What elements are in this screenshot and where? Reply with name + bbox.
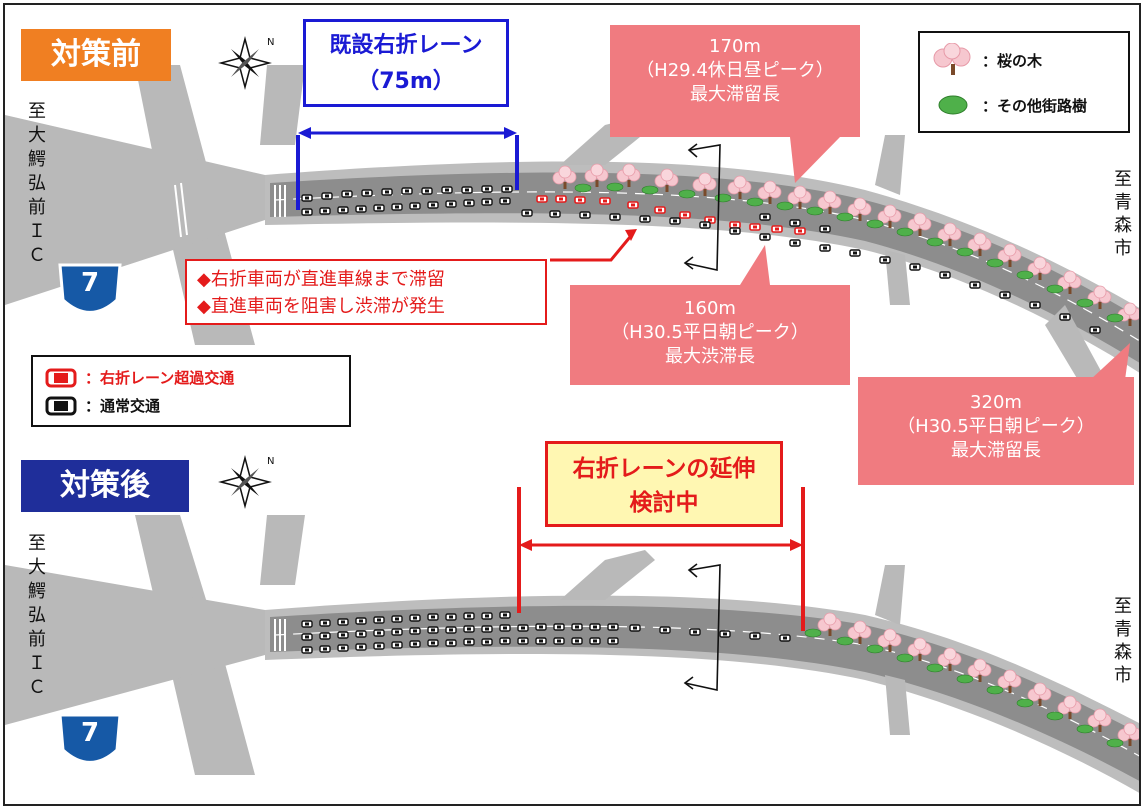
problem-line2: ◆直進車両を阻害し渋滞が発生 — [197, 296, 445, 317]
origin-right-after: 至青森市 — [1114, 596, 1132, 686]
figure-frame: N — [3, 3, 1141, 806]
problem-note: ◆右折車両が直進車線まで滞留 ◆直進車両を阻害し渋滞が発生 — [185, 259, 547, 325]
compass-icon-after: N — [218, 455, 274, 509]
route-shield-before: 7 — [80, 268, 100, 298]
legend-normal-label: ：通常交通 — [85, 397, 161, 415]
problem-line1: ◆右折車両が直進車線まで滞留 — [197, 269, 445, 290]
existing-lane-label: 既設右折レーン （75m） — [303, 19, 509, 107]
callout-170m-line1: 170m — [709, 36, 761, 57]
callout-170m-line3: 最大滞留長 — [690, 84, 780, 105]
route-shield-after: 7 — [80, 718, 100, 748]
origin-left-after: 至大鰐弘前ＩＣ — [28, 533, 46, 698]
origin-left-before: 至大鰐弘前ＩＣ — [28, 101, 46, 266]
callout-170m-line2: （H29.4休日昼ピーク） — [636, 60, 834, 81]
callout-160m: 160m （H30.5平日朝ピーク） 最大渋滞長 — [570, 285, 850, 385]
existing-lane-label-line2: （75m） — [357, 69, 455, 94]
origin-right-before: 至青森市 — [1114, 169, 1132, 259]
callout-170m: 170m （H29.4休日昼ピーク） 最大滞留長 — [610, 25, 860, 137]
extension-label-line1: 右折レーンの延伸 — [572, 456, 756, 482]
trees-after — [804, 612, 1139, 748]
existing-lane-label-line1: 既設右折レーン — [329, 33, 483, 58]
extension-label: 右折レーンの延伸 検討中 — [545, 441, 783, 527]
svg-text:N: N — [267, 456, 274, 467]
legend-other-label: ：その他街路樹 — [982, 96, 1088, 115]
before-title-tag: 対策前 — [21, 29, 171, 81]
legend-sakura-label: ：桜の木 — [982, 51, 1043, 70]
after-title-tag: 対策後 — [21, 460, 189, 512]
callout-160m-line1: 160m — [684, 298, 736, 319]
callout-320m-line3: 最大滞留長 — [951, 440, 1041, 461]
car-red-icon — [45, 368, 77, 387]
callout-320m: 320m （H30.5平日朝ピーク） 最大滞留長 — [858, 377, 1134, 485]
legend-overflow-row: ：右折レーン超過交通 — [43, 367, 234, 388]
tree-legend: ：桜の木 ：その他街路樹 — [918, 31, 1130, 133]
compass-icon-before: N — [218, 36, 274, 90]
callout-160m-line3: 最大渋滞長 — [665, 346, 755, 367]
legend-sakura-row: ：桜の木 — [930, 43, 1042, 77]
legend-overflow-label: ：右折レーン超過交通 — [85, 369, 235, 387]
legend-other-row: ：その他街路樹 — [930, 91, 1087, 119]
map-after: N — [5, 455, 1139, 793]
svg-text:N: N — [267, 37, 274, 48]
street-tree-icon — [938, 95, 968, 115]
callout-320m-line1: 320m — [970, 392, 1022, 413]
extension-label-line2: 検討中 — [629, 490, 699, 516]
traffic-legend: ：右折レーン超過交通 ：通常交通 — [31, 355, 351, 427]
map-canvas: N — [5, 36, 1139, 793]
car-icon — [45, 396, 77, 415]
sakura-tree-icon — [933, 43, 971, 75]
callout-320m-line2: （H30.5平日朝ピーク） — [897, 416, 1095, 437]
callout-160m-line2: （H30.5平日朝ピーク） — [611, 322, 809, 343]
legend-normal-row: ：通常交通 — [43, 395, 160, 416]
